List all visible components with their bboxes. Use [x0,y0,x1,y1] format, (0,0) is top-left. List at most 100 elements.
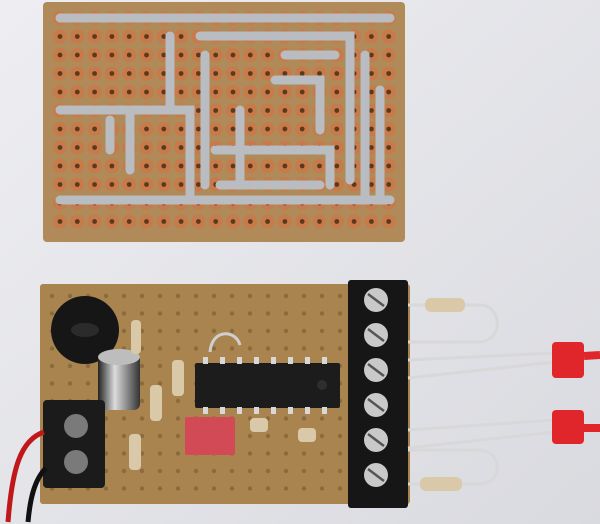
board-hole [301,451,307,456]
pad-hole [230,219,236,224]
pad-hole [178,34,184,39]
board-hole [319,311,325,316]
pad-hole [265,52,270,58]
pad-hole [57,34,63,39]
buzzer-marking [71,323,99,337]
pad-hole [282,108,288,113]
pad-hole [213,126,219,132]
pad-hole [213,108,219,113]
board-hole [337,486,343,491]
pad-hole [265,163,270,169]
board-hole [211,346,217,351]
board-hole [265,468,271,474]
capacitor-body [98,352,140,410]
pad-hole [126,219,132,224]
solder-trace [55,105,195,205]
board-hole [157,381,163,386]
pad-hole [109,89,115,95]
pad-hole [161,219,167,224]
pad-hole [317,71,322,76]
pad-hole [161,145,167,150]
board-hole [157,486,163,491]
pad-hole [386,89,392,95]
lead-loop-top [408,303,499,344]
board-hole [139,293,145,299]
pad-hole [196,219,201,224]
pad-hole [109,182,115,187]
ic-pin-bottom [220,407,225,414]
ic-pins [203,357,327,414]
pad-hole [57,71,63,76]
ic-pin-top [322,357,327,364]
board-hole [157,328,163,334]
pad-hole [161,89,167,95]
board-hole [157,346,163,351]
pad-hole [230,163,236,169]
pad-hole [126,52,132,58]
board-hole [175,346,181,351]
board-hole [175,416,181,421]
pad-hole [247,71,253,76]
pad-hole [351,219,357,224]
pad-hole [334,71,340,76]
pad-hole [265,89,270,95]
pad-hole [126,71,132,76]
buzzer [51,296,119,364]
board-hole [247,451,253,456]
pad-hole [369,89,374,95]
board-hole [175,311,181,316]
board-hole [337,433,343,439]
resistor-output-top [425,298,465,312]
pad-hole [161,182,167,187]
pad-hole [57,182,63,187]
pad-hole [369,182,374,187]
pad-hole [161,126,167,132]
board-hole [121,311,127,316]
pad-hole [178,145,184,150]
ic-body [195,363,340,408]
pad-hole [213,163,219,169]
pad-hole [334,163,340,169]
ic-pin-top [305,357,310,364]
pad-hole [92,34,97,39]
board-hole [175,451,181,456]
board-hole [229,311,235,316]
pad-hole [299,163,305,169]
lead-led-top [407,351,556,362]
board-hole [283,486,289,491]
bottom-board [5,280,600,523]
pad-hole [92,89,97,95]
screw-slot [367,398,385,412]
board-hole [319,416,325,421]
pad-hole [247,108,253,113]
ic-pin-top [288,357,293,364]
pad-hole [386,145,392,150]
ic-pin-bottom [271,407,276,414]
pad-hole [213,52,219,58]
lead-led-top-2 [407,360,556,380]
lead-loop-bottom [408,448,499,486]
pad-hole [299,219,305,224]
pad-hole [144,89,149,95]
pad-hole [57,52,63,58]
screw-terminal-strip [348,280,408,508]
board-hole [265,346,271,351]
pad-hole [74,163,80,169]
board-hole [139,468,145,474]
board-hole [337,328,343,334]
board-hole [139,416,145,421]
pad-hole [178,182,184,187]
board-hole [121,468,127,474]
pad-hole [144,163,149,169]
board-hole [49,381,55,386]
wire-black [25,466,48,523]
board-hole [265,328,271,334]
resistor [172,360,184,396]
board-hole [139,486,145,491]
pad-hole [213,71,219,76]
board-hole [85,363,91,369]
pad-hole [144,52,149,58]
pad-hole [334,89,340,95]
board-hole [337,311,343,316]
ic-pin-bottom [322,407,327,414]
